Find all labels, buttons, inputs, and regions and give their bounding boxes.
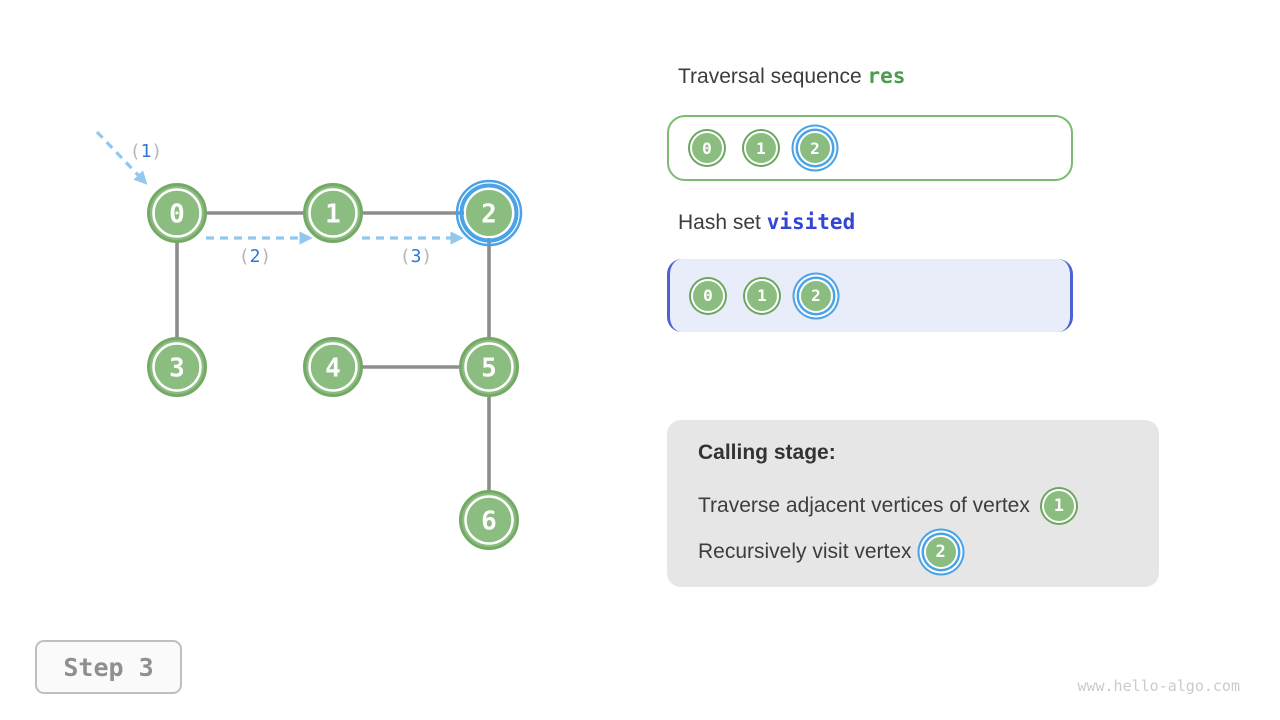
graph-node-1: 1 (303, 183, 363, 243)
graph-node-4-label: 4 (325, 354, 341, 384)
res-node-0: 0 (690, 131, 724, 165)
res-node-1: 1 (744, 131, 778, 165)
traversal-title-text: Traversal sequence (678, 65, 868, 88)
graph-node-6-label: 6 (481, 507, 497, 537)
calling-row-2-node-highlighted: 2 (923, 535, 958, 569)
calling-stage-panel: Calling stage: Traverse adjacent vertice… (667, 420, 1159, 587)
calling-stage-row-2: Recursively visit vertex 2 (698, 529, 1139, 575)
arrow-label-3: (3) (400, 246, 433, 267)
arrow-label-1: (1) (130, 141, 163, 162)
graph-node-5-label: 5 (481, 354, 497, 384)
hash-set-title-text: Hash set (678, 211, 767, 234)
calling-row-2-text: Recursively visit vertex (698, 540, 912, 563)
graph-node-1-label: 1 (325, 200, 341, 230)
visited-node-2-highlighted: 2 (799, 278, 833, 313)
arrow-label-2: (2) (239, 246, 272, 267)
visited-set-box: 0 1 2 (667, 259, 1073, 332)
graph-node-4: 4 (303, 337, 363, 397)
graph-node-5: 5 (459, 337, 519, 397)
hash-set-title: Hash set visited (678, 210, 855, 235)
graph-node-6: 6 (459, 490, 519, 550)
graph-node-3-label: 3 (169, 354, 185, 384)
graph-node-0: 0 (147, 183, 207, 243)
calling-stage-title: Calling stage: (698, 441, 836, 464)
step-indicator: Step 3 (35, 640, 182, 694)
graph-node-2-label: 2 (481, 200, 497, 230)
visited-code-label: visited (766, 210, 856, 234)
graph-diagram: (1) (2) (3) 0 1 2 3 (95, 130, 523, 550)
traversal-sequence-title: Traversal sequence res (678, 64, 905, 89)
traversal-sequence-box: 0 1 2 (667, 115, 1073, 181)
calling-row-1-node: 1 (1041, 489, 1076, 523)
calling-row-1-text: Traverse adjacent vertices of vertex (698, 494, 1030, 517)
res-node-2-highlighted: 2 (798, 131, 832, 165)
graph-node-3: 3 (147, 337, 207, 397)
visited-node-0: 0 (691, 278, 725, 313)
visited-node-1: 1 (745, 278, 779, 313)
res-code-label: res (867, 64, 906, 88)
graph-node-0-label: 0 (169, 200, 185, 230)
calling-stage-row-1: Traverse adjacent vertices of vertex 1 (698, 483, 1139, 529)
traversal-arrows (95, 130, 464, 245)
graph-node-2-highlighted: 2 (455, 179, 523, 247)
arrow-enter-0 (95, 130, 148, 185)
watermark-text: www.hello-algo.com (1077, 677, 1240, 695)
